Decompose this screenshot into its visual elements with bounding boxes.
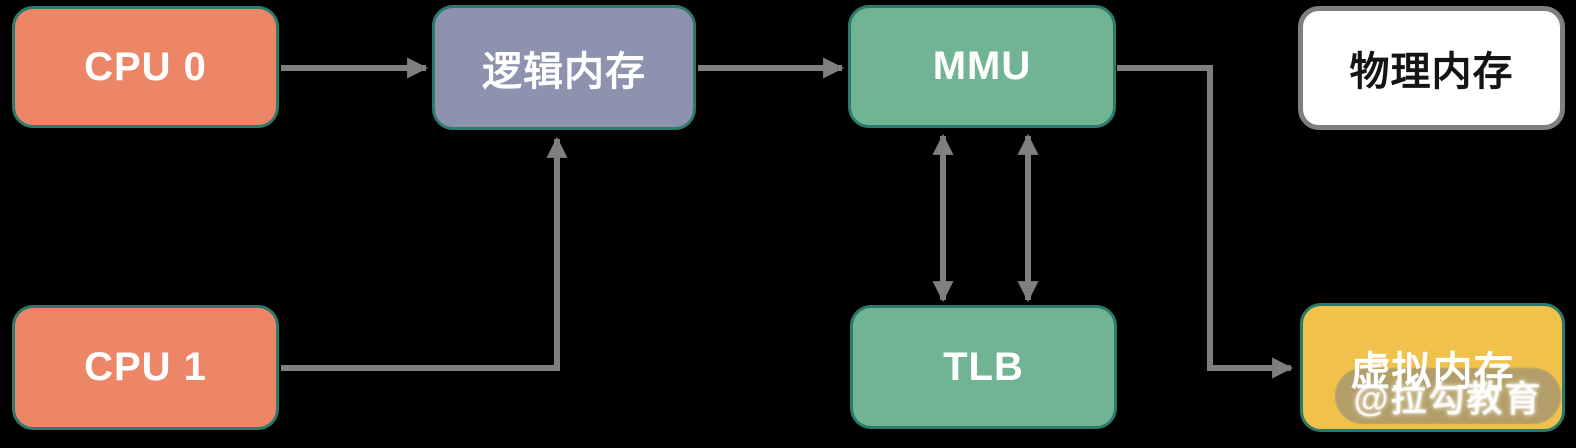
node-mmu: MMU <box>848 5 1116 128</box>
node-virtual-memory-label: 虚拟内存 <box>1350 349 1515 394</box>
watermark-text: @拉勾教育 <box>1353 378 1543 419</box>
node-physical-memory: 物理内存 <box>1298 6 1565 130</box>
arrow-cpu1-to-logical-memory <box>281 136 568 371</box>
node-logical-memory: 逻辑内存 <box>432 5 696 130</box>
watermark-badge: @拉勾教育 <box>1335 368 1561 424</box>
node-cpu0-label: CPU 0 <box>84 44 207 89</box>
node-mmu-label: MMU <box>932 44 1032 88</box>
node-cpu1-label: CPU 1 <box>84 345 207 389</box>
node-cpu1: CPU 1 <box>12 305 279 430</box>
node-physical-memory-label: 物理内存 <box>1349 50 1514 94</box>
arrow-mmu-to-virtual-memory <box>1117 65 1294 379</box>
node-tlb: TLB <box>850 305 1117 429</box>
node-tlb-label: TLB <box>943 344 1024 389</box>
node-logical-memory-label: 逻辑内存 <box>482 49 646 94</box>
node-cpu0: CPU 0 <box>12 6 279 128</box>
